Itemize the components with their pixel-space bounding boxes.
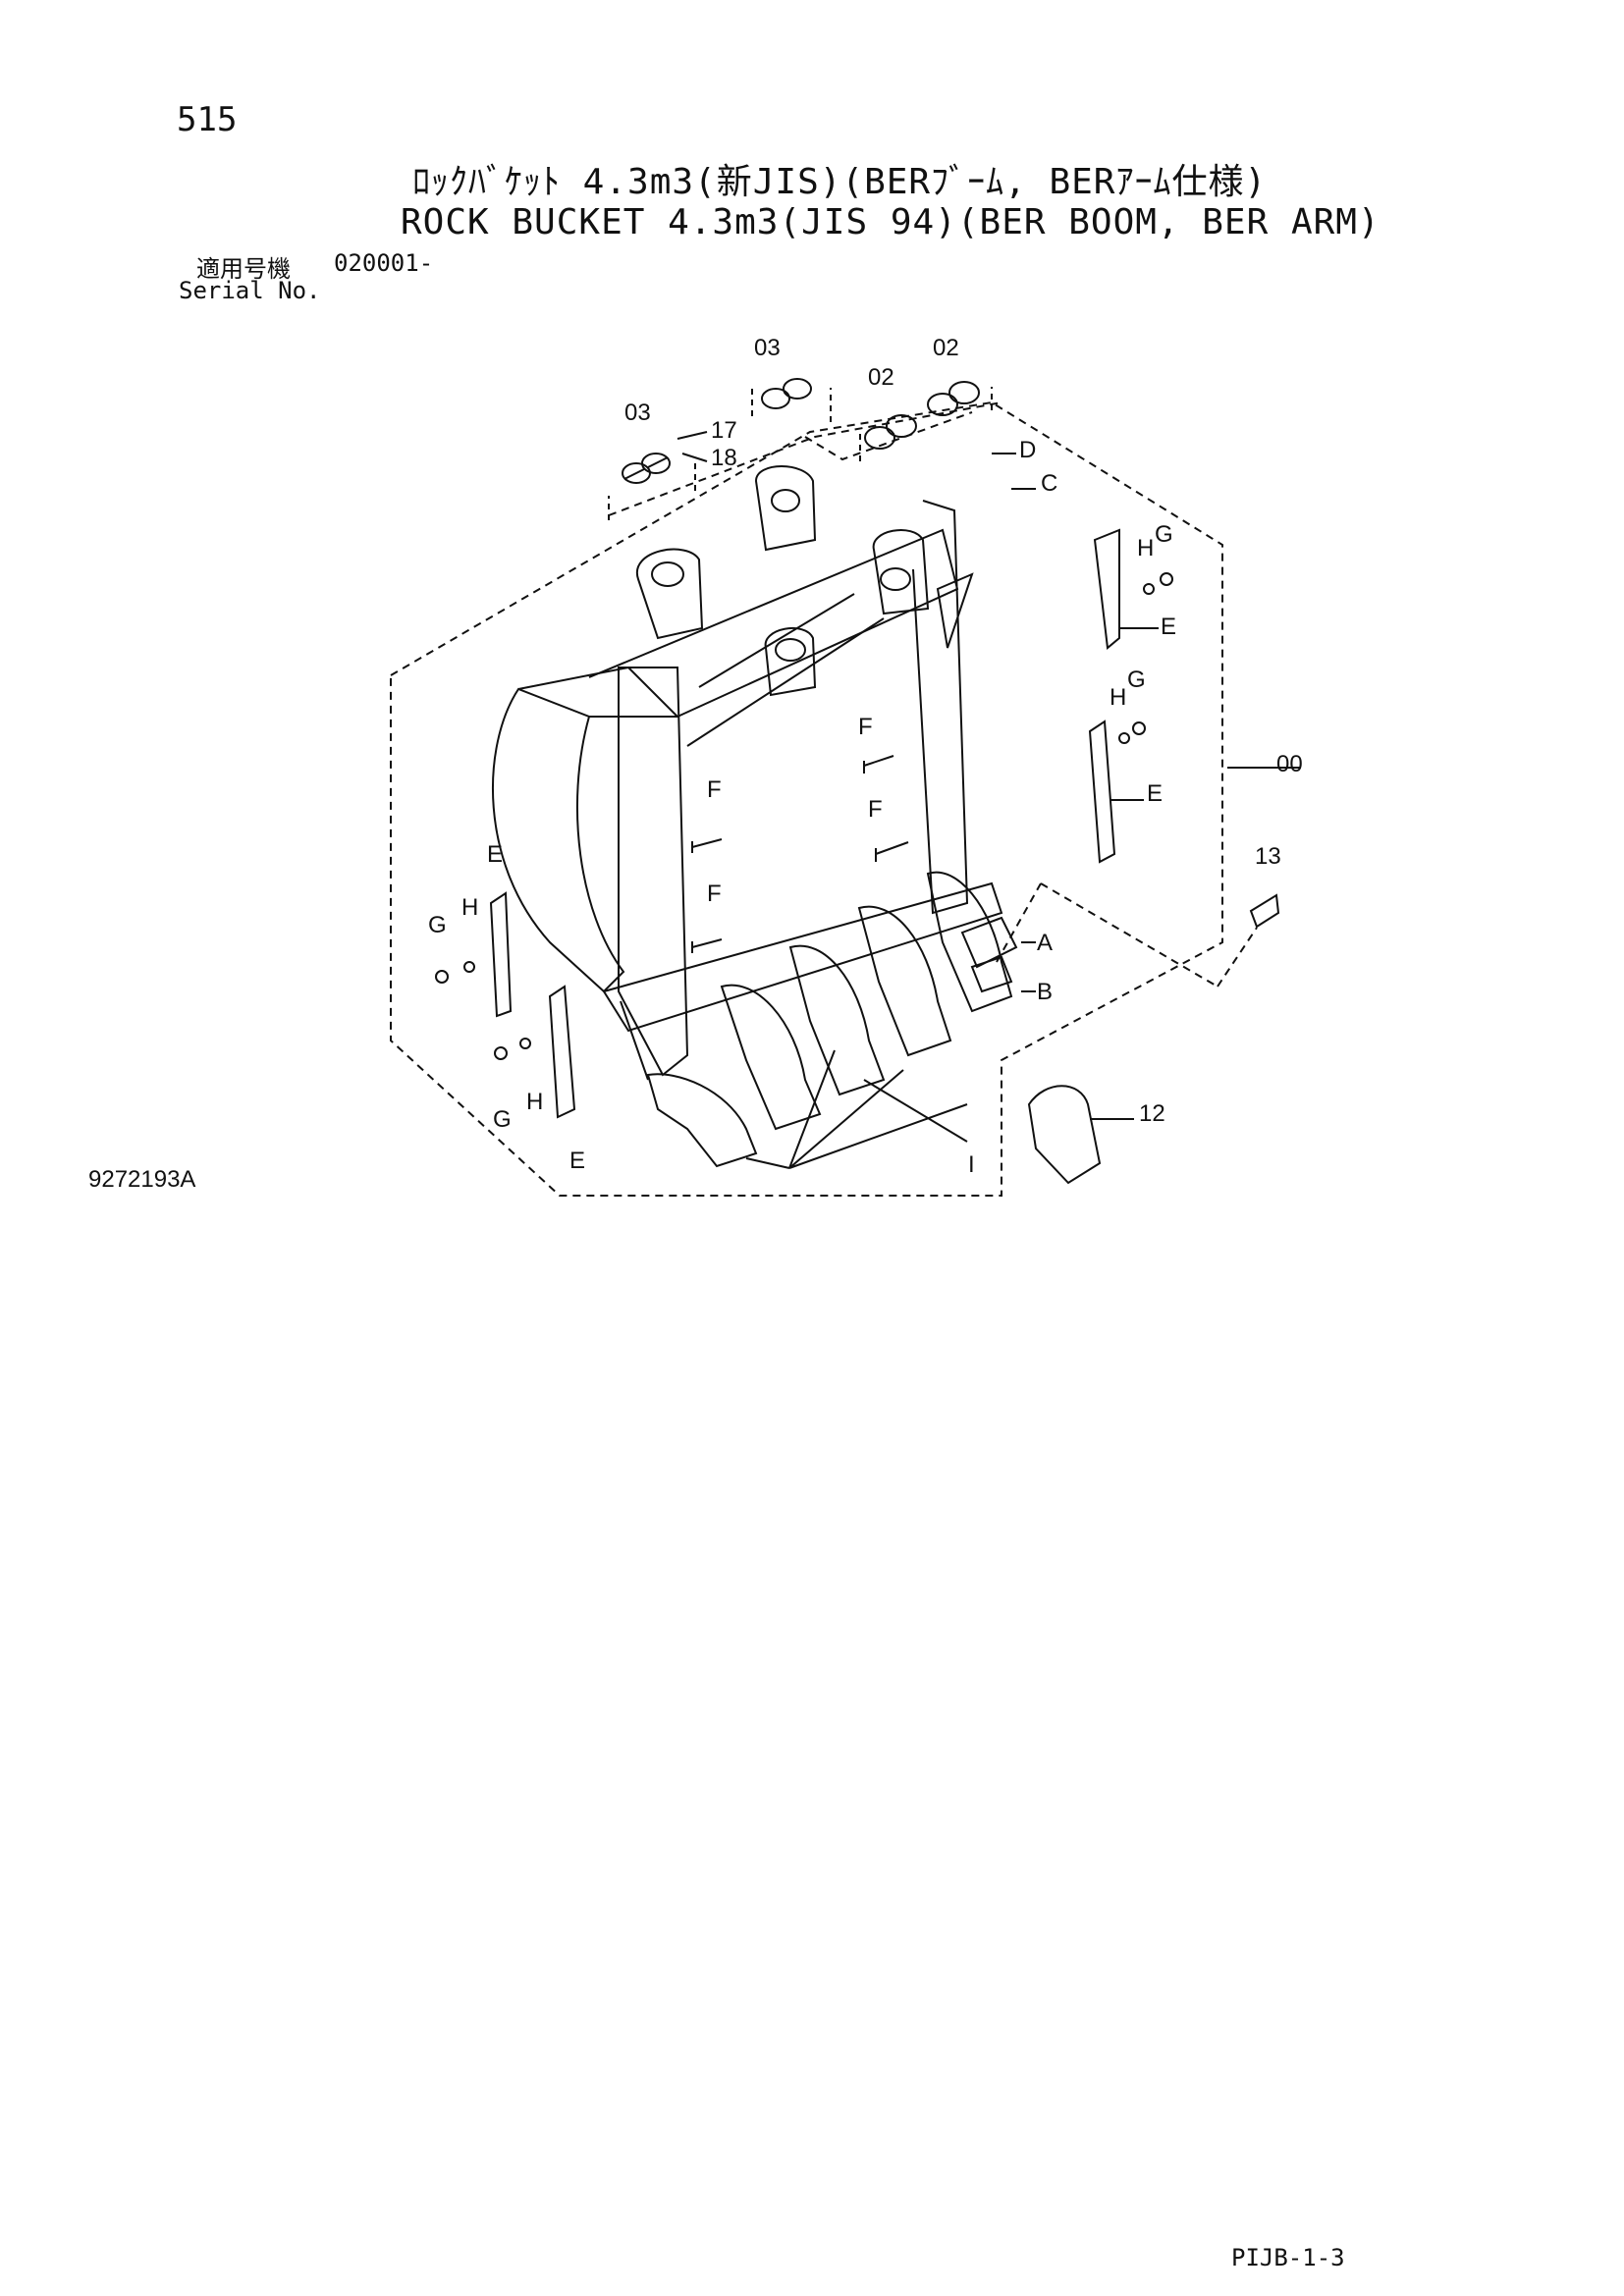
- callout-03-top: 03: [754, 335, 781, 361]
- callout-i: I: [968, 1151, 975, 1178]
- callout-18: 18: [711, 445, 737, 471]
- side-cutter-e-mid-right: [1088, 720, 1116, 864]
- bushing-03-right: [761, 378, 812, 409]
- tooth-2: [720, 984, 822, 1131]
- washer-h-3: [463, 961, 475, 973]
- callout-a: A: [1037, 930, 1053, 956]
- callout-g-upper: G: [1155, 521, 1173, 548]
- boss-center: [754, 465, 817, 552]
- callout-f-right-lower: F: [868, 796, 883, 823]
- side-cutter-e-left-upper: [489, 891, 513, 1018]
- pin-group-boundary: [608, 401, 1002, 516]
- cutting-lip: [602, 881, 1003, 1033]
- washer-h-4: [519, 1038, 531, 1049]
- bushing-02-right: [927, 381, 980, 416]
- callout-g-mid: G: [1127, 667, 1146, 693]
- lock-pin-13: [1249, 893, 1280, 929]
- callout-d: D: [1019, 437, 1036, 463]
- callout-03-left: 03: [624, 400, 651, 426]
- callout-17: 17: [711, 417, 737, 444]
- nut-g-3: [435, 970, 449, 984]
- callout-g-left-lower: G: [493, 1106, 512, 1133]
- washer-h-2: [1118, 732, 1130, 744]
- serial-label-english: Serial No.: [179, 277, 321, 304]
- bolt-f-4: [691, 938, 723, 953]
- serial-label-japanese: 適用号機: [196, 255, 291, 283]
- nut-g-2: [1132, 721, 1146, 735]
- bucket-top-frame: [588, 528, 959, 718]
- bucket-shell: [492, 687, 625, 993]
- callout-h-upper: H: [1137, 535, 1154, 561]
- callout-12: 12: [1139, 1100, 1165, 1127]
- callout-e-mid: E: [1147, 780, 1163, 807]
- adapter-b: [970, 955, 1013, 993]
- nut-g-1: [1160, 572, 1173, 586]
- bolt-f-3: [691, 838, 723, 853]
- side-cutter-e-left-lower: [548, 985, 576, 1119]
- bushing-02-center: [864, 414, 917, 450]
- side-cutter-e-upper-right: [1093, 528, 1120, 650]
- tooth-3: [788, 944, 886, 1096]
- callout-f-right-upper: F: [858, 714, 873, 740]
- callout-c: C: [1041, 470, 1057, 497]
- callout-f-left-lower: F: [707, 881, 722, 907]
- callout-h-left-upper: H: [461, 894, 478, 921]
- spare-tooth-12: [1027, 1085, 1102, 1185]
- callout-00: 00: [1276, 751, 1303, 777]
- adapter-a: [960, 916, 1018, 969]
- callout-h-mid: H: [1110, 684, 1126, 711]
- boss-left: [635, 548, 704, 640]
- serial-number-value: 020001-: [334, 249, 434, 277]
- pin-boss-left-hole: [651, 561, 684, 587]
- tooth-5: [926, 871, 1013, 1013]
- callout-13: 13: [1255, 843, 1281, 870]
- callout-h-left-lower: H: [526, 1089, 543, 1115]
- tooth-4: [857, 905, 952, 1057]
- page-code: PIJB-1-3: [1231, 2244, 1345, 2271]
- title-japanese: ﾛｯｸﾊﾞｹｯﾄ 4.3m3(新JIS)(BERﾌﾞｰﾑ, BERｱｰﾑ仕様): [412, 162, 1268, 202]
- page-number: 515: [177, 100, 238, 139]
- right-rib: [912, 500, 969, 915]
- callout-02-right: 02: [933, 335, 959, 361]
- assembly-boundary: [390, 400, 1223, 1197]
- callout-02-center: 02: [868, 364, 894, 391]
- callout-e-left-lower: E: [569, 1148, 585, 1174]
- title-english: ROCK BUCKET 4.3m3(JIS 94)(BER BOOM, BER …: [401, 202, 1380, 242]
- callout-e-upper: E: [1161, 614, 1176, 640]
- bushing-03-left: [622, 453, 671, 484]
- bucket-side-plate: [618, 667, 689, 1077]
- callout-b: B: [1037, 979, 1053, 1005]
- bolt-f-2: [875, 841, 909, 862]
- boss-right: [872, 528, 930, 615]
- washer-h-1: [1143, 583, 1155, 595]
- callout-g-left-upper: G: [428, 912, 447, 938]
- tooth-1: [646, 1073, 758, 1168]
- callout-f-left-upper: F: [707, 776, 722, 803]
- callout-e-left-upper: E: [487, 841, 503, 868]
- bolt-f-1: [863, 755, 894, 774]
- pin-boss-front-hole: [775, 638, 806, 662]
- nut-g-4: [494, 1046, 508, 1060]
- drawing-number: 9272193A: [88, 1166, 196, 1193]
